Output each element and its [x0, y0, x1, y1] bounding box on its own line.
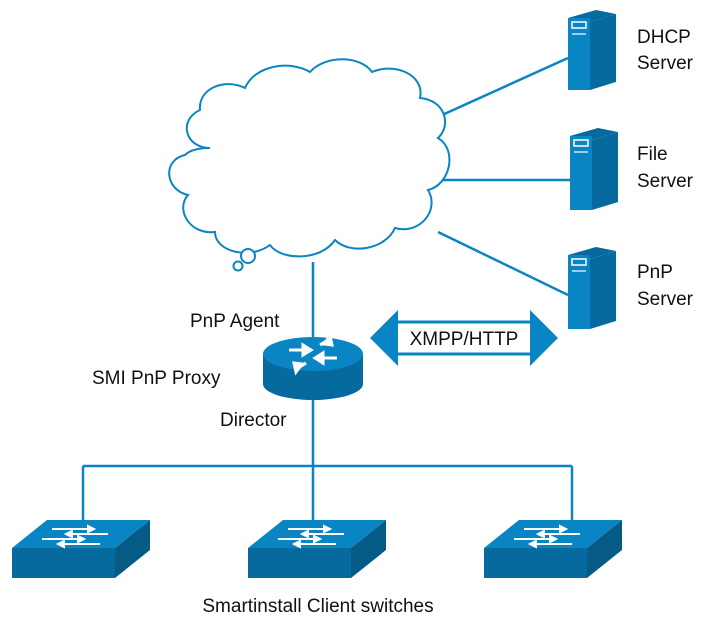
server-icon — [568, 247, 616, 329]
switch-icon — [484, 520, 622, 578]
server-dhcp-line2: Server — [637, 53, 694, 74]
server-icon — [570, 128, 618, 210]
switch-2 — [248, 520, 386, 578]
server-pnp-line2: Server — [637, 289, 694, 310]
server-file: File Server — [570, 128, 694, 210]
double-arrow-icon: XMPP/HTTP — [370, 310, 558, 366]
server-icon — [568, 10, 616, 90]
protocol-label: XMPP/HTTP — [410, 329, 519, 350]
link-cloud-pnp — [437, 230, 569, 297]
server-dhcp: DHCP Server — [568, 10, 694, 90]
server-file-name: File — [637, 144, 668, 165]
switch-icon — [248, 520, 386, 578]
switch-icon — [12, 520, 150, 578]
connection-lines — [81, 56, 574, 520]
switch-3 — [484, 520, 622, 578]
switch-1 — [12, 520, 150, 578]
router-icon — [263, 332, 363, 400]
cloud-icon — [168, 58, 451, 272]
server-pnp-name: PnP — [637, 262, 673, 283]
router-label-director: Director — [220, 410, 287, 431]
router-label-agent: PnP Agent — [190, 311, 280, 332]
server-dhcp-name: DHCP — [637, 27, 691, 48]
server-file-line2: Server — [637, 171, 694, 192]
switches-caption: Smartinstall Client switches — [202, 596, 433, 617]
router-label-proxy: SMI PnP Proxy — [92, 368, 221, 389]
router: PnP Agent SMI PnP Proxy Director — [92, 311, 363, 431]
server-pnp: PnP Server — [568, 247, 694, 329]
